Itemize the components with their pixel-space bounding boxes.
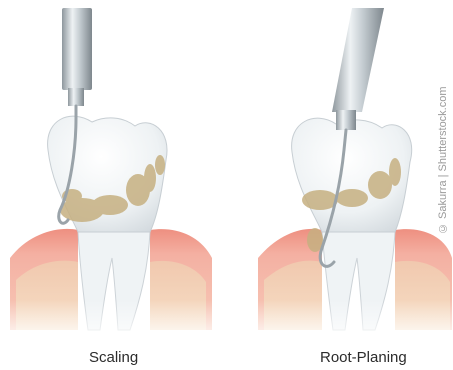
copyright-credit: © Sakurra | Shutterstock.com: [437, 6, 451, 234]
scaling-panel: [10, 8, 212, 330]
caption-scaling: Scaling: [89, 349, 138, 366]
root-planing-panel: [258, 8, 452, 330]
caption-root-planing: Root-Planing: [320, 349, 407, 366]
bottom-fade: [0, 300, 453, 345]
